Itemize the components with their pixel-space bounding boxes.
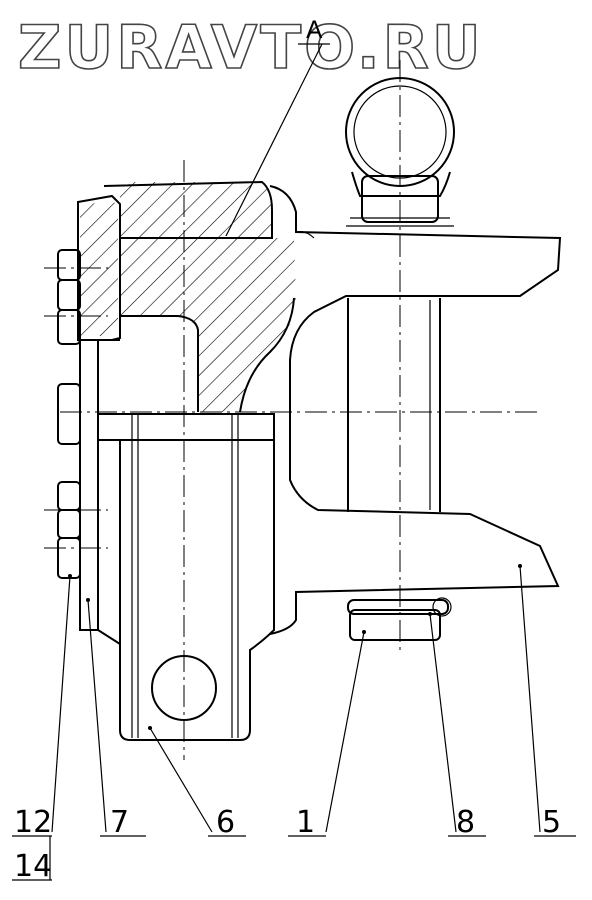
callout-12: 12 — [14, 805, 52, 840]
callout-7: 7 — [110, 805, 129, 840]
bolts-12-14 — [44, 249, 108, 579]
callout-5: 5 — [542, 805, 561, 840]
watermark-text: ZURAVTO.RU — [18, 13, 484, 83]
callout-1: 1 — [296, 805, 315, 840]
bracket-body — [269, 185, 562, 635]
callout-8: 8 — [456, 805, 475, 840]
callout-6: 6 — [216, 805, 235, 840]
callout-leaders — [51, 564, 541, 833]
pin-nut-1 — [347, 597, 452, 641]
callout-labels: 12 14 7 6 1 8 5 — [12, 805, 576, 884]
hatched-section — [103, 180, 296, 413]
center-lines — [60, 60, 540, 760]
drawbar-6 — [97, 413, 275, 741]
callout-14: 14 — [14, 849, 52, 884]
section-label-a: A — [306, 16, 323, 44]
